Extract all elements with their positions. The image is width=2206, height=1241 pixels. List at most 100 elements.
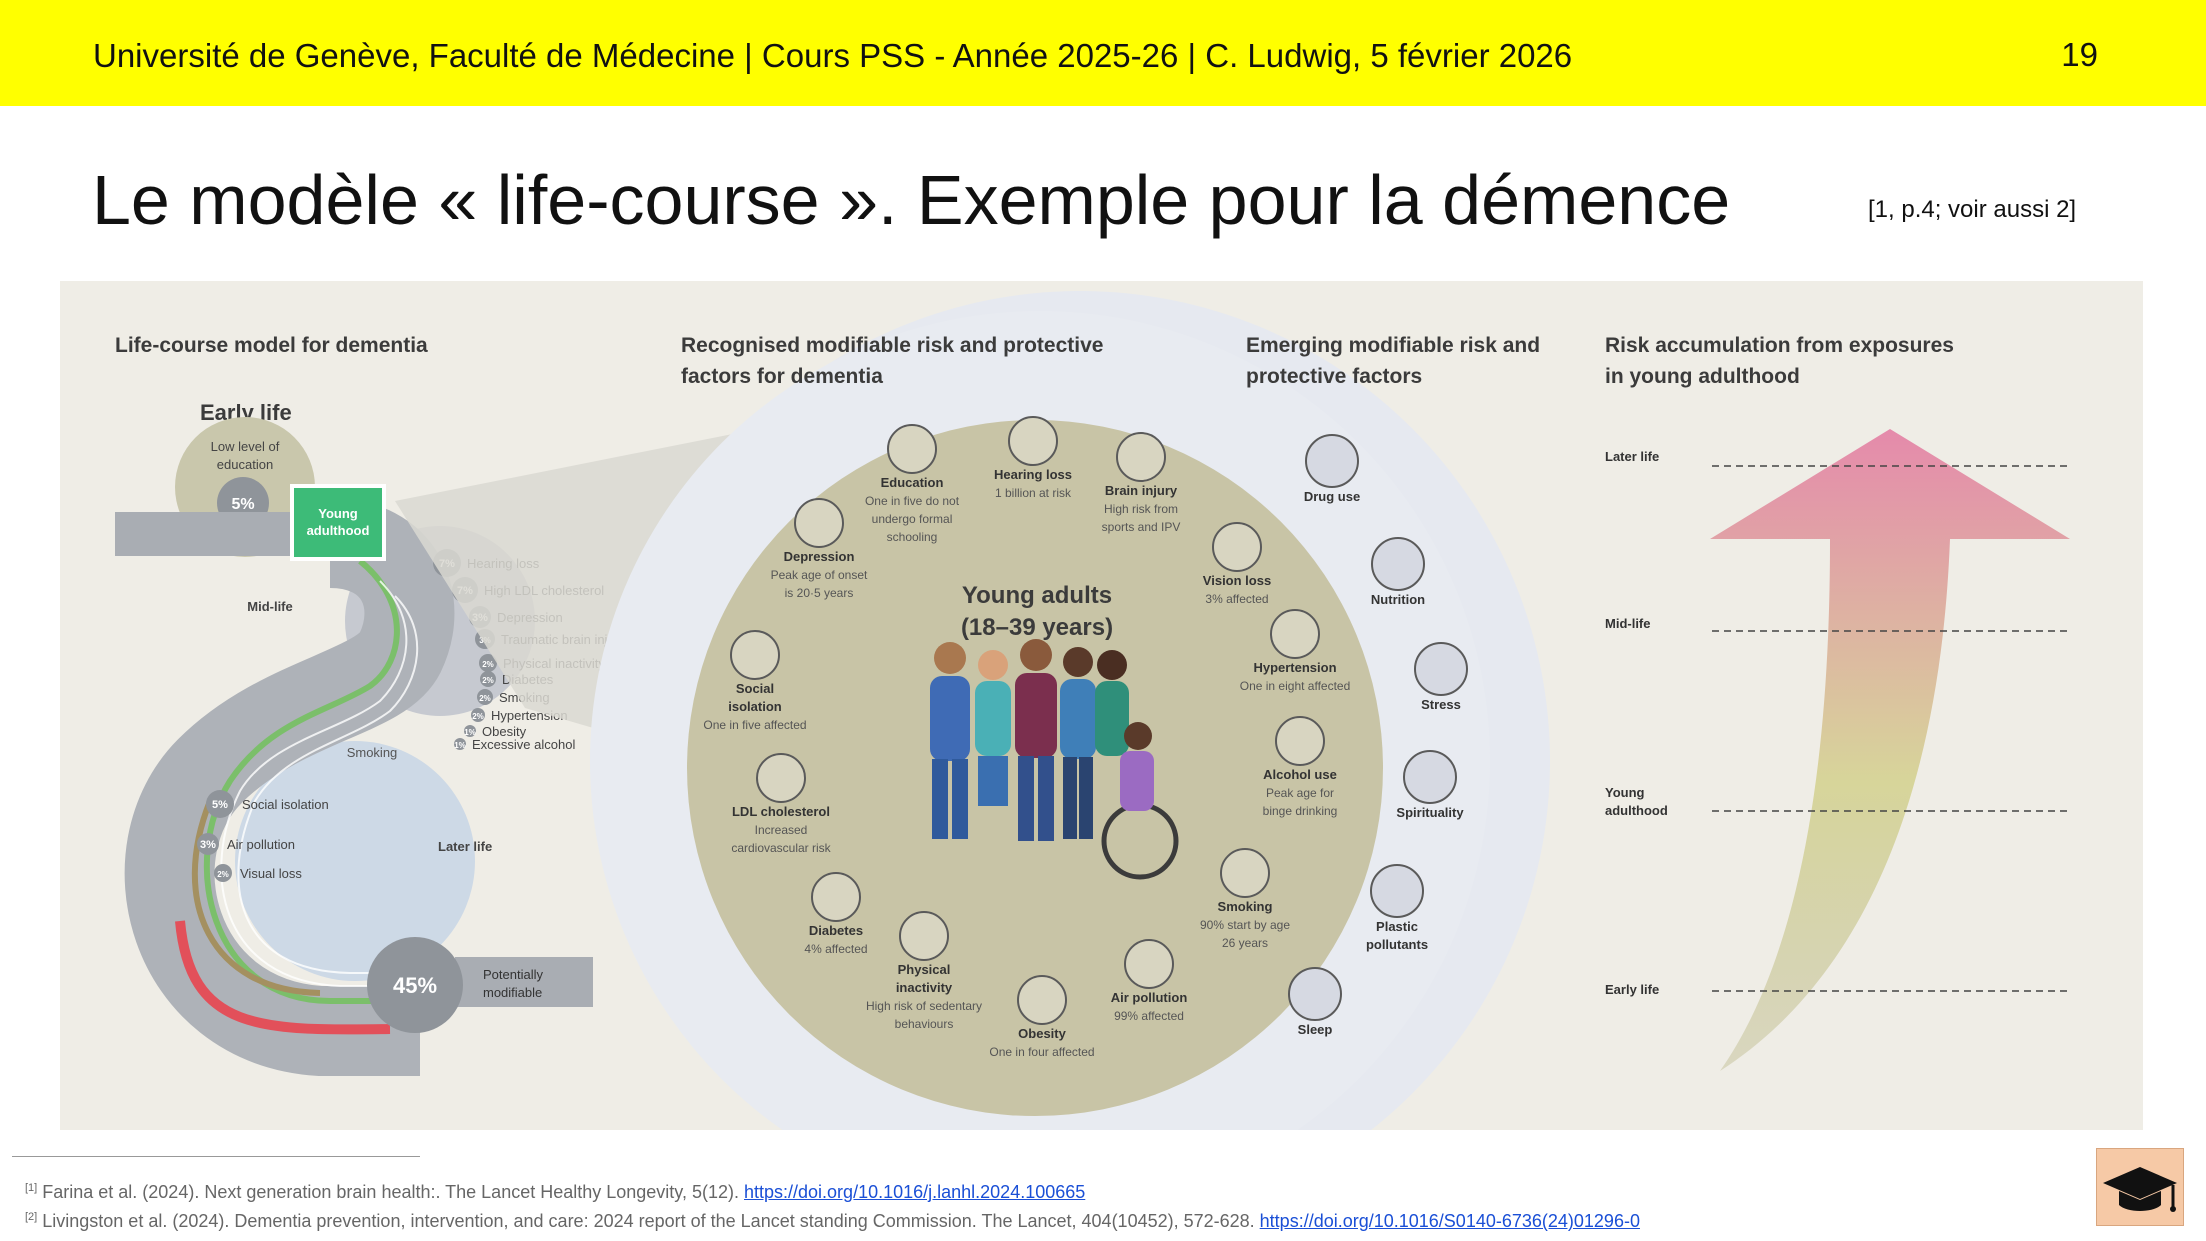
factor-title: Vision loss xyxy=(1203,573,1271,588)
page-number: 19 xyxy=(2061,36,2098,73)
factor-description: High risk of sedentary xyxy=(866,999,982,1013)
factor-icon xyxy=(730,630,780,680)
panel-life-course-model: Life-course model for dementia Early lif… xyxy=(115,334,626,1076)
factor-description: 26 years xyxy=(1222,936,1268,950)
potentially-modifiable-pct: 45% xyxy=(393,973,437,998)
laterlife-factor-pct-circle xyxy=(197,833,219,855)
laterlife-factor-pct-circle xyxy=(214,864,232,882)
factor-description: Peak age for xyxy=(1266,786,1334,800)
laterlife-factor-pct: 5% xyxy=(212,799,228,811)
factor-description: behaviours xyxy=(895,1017,954,1031)
factor-icon xyxy=(1116,432,1166,482)
factor-description: 99% affected xyxy=(1114,1009,1184,1023)
panel3-heading-line2: protective factors xyxy=(1246,365,1422,388)
risk-level-label: Mid-life xyxy=(1605,616,1651,631)
midlife-factor-pct-circle xyxy=(464,725,476,737)
header-bar: Université de Genève, Faculté de Médecin… xyxy=(0,0,2206,106)
midlife-factor-pct: 1% xyxy=(464,728,476,737)
life-course-path xyxy=(124,498,455,1076)
factor-description: schooling xyxy=(887,530,938,544)
smoking-path-label: Smoking xyxy=(347,745,398,760)
midlife-factor-pct: 2% xyxy=(479,694,491,703)
panel4-heading-line1: Risk accumulation from exposures xyxy=(1605,334,1954,357)
factor-title: Air pollution xyxy=(1111,990,1188,1005)
risk-level-label: Early life xyxy=(1605,982,1659,997)
panel-emerging-factors: Emerging modifiable risk and protective … xyxy=(1246,334,1540,1037)
midlife-factor-pct-circle xyxy=(454,738,466,750)
factor-title: Hearing loss xyxy=(994,467,1072,482)
graduation-cap-icon xyxy=(2096,1148,2184,1226)
emerging-factor-icon xyxy=(1403,750,1457,804)
emerging-factor-icon xyxy=(1371,537,1425,591)
footnote-1: [1] Farina et al. (2024). Next generatio… xyxy=(25,1182,1085,1203)
risk-level-label: Young xyxy=(1605,785,1645,800)
footnote-2-num: [2] xyxy=(25,1211,38,1223)
footnote-1-link[interactable]: https://doi.org/10.1016/j.lanhl.2024.100… xyxy=(744,1182,1086,1202)
panel-risk-accumulation: Risk accumulation from exposures in youn… xyxy=(1605,334,2072,1071)
factor-title: Physical xyxy=(898,962,951,977)
path-stripe-white2 xyxy=(237,595,420,974)
lifecourse-figure: Life-course model for dementia Early lif… xyxy=(60,281,2143,1130)
factor-icon xyxy=(1124,939,1174,989)
factor-title: Alcohol use xyxy=(1263,767,1337,782)
factor-title: LDL cholesterol xyxy=(732,804,830,819)
factor-title: Smoking xyxy=(1218,899,1273,914)
midlife-factor-pct-circle xyxy=(479,654,497,672)
midlife-factor-pct: 2% xyxy=(482,676,494,685)
midlife-factor-pct: 1% xyxy=(454,741,466,750)
young-adults-title-line1: Young adults xyxy=(962,582,1112,609)
panel4-heading-line2: in young adulthood xyxy=(1605,365,1800,388)
midlife-factor-pct: 2% xyxy=(482,660,494,669)
later-life-label: Later life xyxy=(438,839,492,854)
factor-description: One in four affected xyxy=(989,1045,1094,1059)
emerging-factor-label: pollutants xyxy=(1366,937,1428,952)
footnote-1-num: [1] xyxy=(25,1182,38,1194)
path-stripe-white1 xyxy=(220,580,420,987)
low-education-line1: Low level of xyxy=(211,439,280,454)
path-stripe-green xyxy=(203,558,420,1004)
factor-description: is 20·5 years xyxy=(785,586,854,600)
low-education-line2: education xyxy=(217,457,273,472)
laterlife-factor-pct: 2% xyxy=(217,870,229,879)
emerging-factor-icon xyxy=(1288,967,1342,1021)
young-adults-illustration xyxy=(930,639,1179,880)
factor-icon xyxy=(811,872,861,922)
factor-icon xyxy=(756,753,806,803)
emerging-factor-list: Drug useNutritionStressSpiritualityPlast… xyxy=(1288,434,1468,1037)
factor-icon xyxy=(899,911,949,961)
factor-description: sports and IPV xyxy=(1102,520,1181,534)
emerging-factor-label: Stress xyxy=(1421,697,1461,712)
factor-title: Obesity xyxy=(1018,1026,1066,1041)
path-stripe-red xyxy=(175,920,391,1035)
emerging-factor-label: Plastic xyxy=(1376,919,1418,934)
footnote-separator xyxy=(12,1156,420,1157)
laterlife-factor-pct-circle xyxy=(206,790,234,818)
footnote-2-link[interactable]: https://doi.org/10.1016/S0140-6736(24)01… xyxy=(1259,1211,1640,1231)
risk-level-label: Later life xyxy=(1605,449,1659,464)
mid-life-label: Mid-life xyxy=(247,599,293,614)
factor-icon xyxy=(1275,716,1325,766)
factor-title: Diabetes xyxy=(809,923,863,938)
laterlife-factor-label: Social isolation xyxy=(242,797,329,812)
potentially-modifiable-circle xyxy=(367,937,463,1033)
panel2-heading-line1: Recognised modifiable risk and protectiv… xyxy=(681,334,1103,357)
header-course-info: Université de Genève, Faculté de Médecin… xyxy=(93,37,1573,74)
title-reference: [1, p.4; voir aussi 2] xyxy=(1868,196,2077,223)
laterlife-factor-label: Air pollution xyxy=(227,837,295,852)
factor-description: 90% start by age xyxy=(1200,918,1290,932)
slide-title: Le modèle « life-course ». Exemple pour … xyxy=(92,161,1731,239)
factor-icon xyxy=(887,424,937,474)
midlife-factor-label: Excessive alcohol xyxy=(472,737,575,752)
factor-title: Brain injury xyxy=(1105,483,1178,498)
factor-title: isolation xyxy=(728,699,782,714)
later-life-circle xyxy=(235,741,475,981)
factor-description: One in five affected xyxy=(703,718,806,732)
factor-icon xyxy=(1008,416,1058,466)
footnote-2: [2] Livingston et al. (2024). Dementia p… xyxy=(25,1211,1640,1232)
panel-recognised-factors: Recognised modifiable risk and protectiv… xyxy=(681,334,1383,1116)
factor-description: binge drinking xyxy=(1263,804,1338,818)
early-life-bar xyxy=(115,512,305,556)
